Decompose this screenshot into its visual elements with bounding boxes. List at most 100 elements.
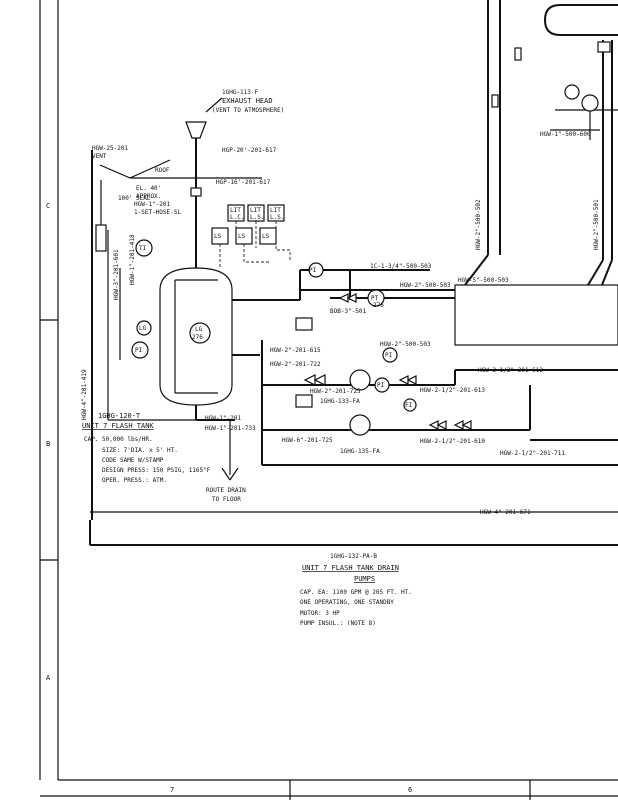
tank-spec: CODE SAME W/STAMP — [102, 457, 164, 464]
pumps-spec: MOTOR: 3 HP — [300, 610, 340, 617]
vent-note: APPROX. — [136, 193, 161, 200]
line-label: HGW-2"-500-501 — [593, 199, 600, 250]
vent-note: 1-SET-HOSE-SL — [134, 209, 181, 216]
pumps-spec: PUMP INSUL.: (NOTE 8) — [300, 620, 376, 627]
instrument-bubble-pi — [382, 347, 398, 363]
exhaust-head-assembly — [129, 97, 262, 268]
line-label: HGW-2-1/2"-201-612 — [478, 367, 543, 374]
instrument-bubble-label: FI — [405, 402, 413, 409]
instrument-tag: LIT — [270, 207, 281, 214]
instrument-bubble-number: 276 — [373, 302, 384, 309]
instrument-bubble-label: PI — [309, 267, 317, 274]
instrument-tag-blocks — [211, 204, 291, 268]
gate-valve — [453, 420, 472, 430]
vent-line-note: VENT — [92, 153, 107, 160]
zone-label-7: 7 — [170, 786, 174, 794]
instrument-bubble — [581, 94, 599, 112]
exhaust-head-name: EXHAUST HEAD — [222, 97, 273, 105]
inline-valve — [491, 94, 499, 108]
instrument-bubble-label: PI — [377, 382, 385, 389]
pump-symbol — [349, 414, 371, 436]
tank-tag: 1GHG-120-T — [98, 412, 141, 420]
gate-valve — [303, 374, 326, 386]
instrument-bubble-fi — [403, 398, 417, 412]
line-label: HGW-2"-201-722 — [270, 361, 321, 368]
instrument-bubble-lg — [189, 322, 211, 344]
tank-piping — [107, 230, 300, 481]
tank-data-note: 1GHG-120-T UNIT 7 FLASH TANK CAP. 50,000… — [82, 412, 211, 484]
vent-line-tag: HGW-25-201 — [92, 145, 129, 152]
line-label: 1C-1-3/4"-500-503 — [370, 263, 432, 270]
instrument-bubble-pi — [374, 377, 390, 393]
zone-label-6: 6 — [408, 786, 412, 794]
instrument-tag: LIT — [230, 207, 241, 214]
drain-note: TO FLOOR — [212, 496, 241, 503]
line-label: HGW-1"-201-418 — [129, 234, 136, 285]
control-valve — [308, 262, 324, 278]
pumps-title: UNIT 7 FLASH TANK DRAIN — [302, 564, 399, 572]
pumps-tag: 1GHG-132-PA-B — [330, 553, 377, 560]
instrument-bubble — [564, 84, 580, 100]
vent-note: HGW-1"-201 — [134, 201, 171, 208]
line-label: 1GHG-135-FA — [340, 448, 380, 455]
pump-symbol — [349, 369, 371, 391]
pumps-data-note: 1GHG-132-PA-B UNIT 7 FLASH TANK DRAIN PU… — [300, 553, 412, 627]
tank-spec: SIZE: 7'DIA. x 5' HT. — [102, 447, 178, 454]
line-label: HGW-2"-500-503 — [380, 341, 431, 348]
line-label: HGW-6"-201-725 — [282, 437, 333, 444]
roof-elevation: EL. 40' — [136, 185, 161, 192]
instrument-bubble-label: PI — [385, 352, 393, 359]
gate-valve — [428, 420, 447, 430]
pumps-spec: ONE OPERATING, ONE STANDBY — [300, 599, 394, 606]
zone-label-b: B — [46, 440, 50, 448]
instrument-bubble-label: PT — [371, 295, 379, 302]
instrument-tag-box — [295, 394, 313, 408]
vent-line — [91, 150, 131, 520]
roof-label: ROOF — [155, 167, 170, 174]
instrument-tag: LS — [214, 233, 222, 240]
line-label: HGW-3"-201-601 — [113, 249, 120, 300]
instrument-bubble-pi — [131, 341, 149, 359]
instrument-tag-box — [295, 317, 313, 331]
line-label: HGW-1"-201-733 — [205, 425, 256, 432]
instrument-bubble-label: TI — [139, 245, 147, 252]
line-label: HGW-5"-500-503 — [458, 277, 509, 284]
line-label: HGW-2-1/2"-201-711 — [500, 450, 565, 457]
gate-valve — [398, 375, 417, 385]
seal-pot — [95, 224, 107, 252]
tank-spec: CAP. 50,000 lbs/HR. — [84, 436, 153, 443]
sheet-border — [39, 0, 618, 800]
instrument-bubble-number: 276 — [192, 334, 203, 341]
drain-note: ROUTE DRAIN — [206, 487, 246, 494]
zone-label-a: A — [46, 674, 51, 682]
tank-spec: OPER. PRESS.: ATM. — [102, 477, 167, 484]
instrument-bubble-label: LG — [195, 326, 203, 333]
instrument-tag: L.S. — [270, 214, 284, 221]
line-label: BOB-3"-501 — [330, 308, 367, 315]
instrument-tag: L.S. — [250, 214, 264, 221]
instrument-bubble-ti — [135, 239, 153, 257]
pumps-spec: CAP. EA: 1100 GPM @ 205 FT. HT. — [300, 589, 412, 596]
line-label: HGW-4"-201-671 — [480, 509, 531, 516]
line-label: HGW-2"-201-725 — [310, 388, 361, 395]
top-line-label: HGP-20'-201-617 — [222, 147, 277, 154]
drain-pumps — [295, 293, 472, 436]
line-label: HGW-2-1/2"-201-610 — [420, 438, 485, 445]
tank-spec: DESIGN PRESS: 150 PSIG, 1165°F — [102, 467, 211, 474]
line-label: HGW-2-1/2"-201-613 — [420, 387, 485, 394]
flange — [190, 187, 202, 197]
zone-label-c: C — [46, 202, 50, 210]
tank-title: UNIT 7 FLASH TANK — [82, 422, 154, 430]
instrument-bubble-lg — [136, 320, 152, 336]
exhaust-head-tag: 1GHG-113-F — [222, 89, 259, 96]
instrument-bubble-pt — [367, 289, 385, 307]
instrument-bubble-label: LG — [139, 325, 147, 332]
line-label: HGW-2"-201-615 — [270, 347, 321, 354]
vent-note: 100' SEAL — [118, 195, 151, 202]
line-label: HGW-2"-500-502 — [475, 199, 482, 250]
pumps-subtitle: PUMPS — [354, 575, 375, 583]
line-label: HGW-4"-201-419 — [81, 369, 88, 420]
top-line-label: HGP-16'-201-617 — [216, 179, 271, 186]
line-label: HGW-1"-500-600 — [540, 131, 591, 138]
